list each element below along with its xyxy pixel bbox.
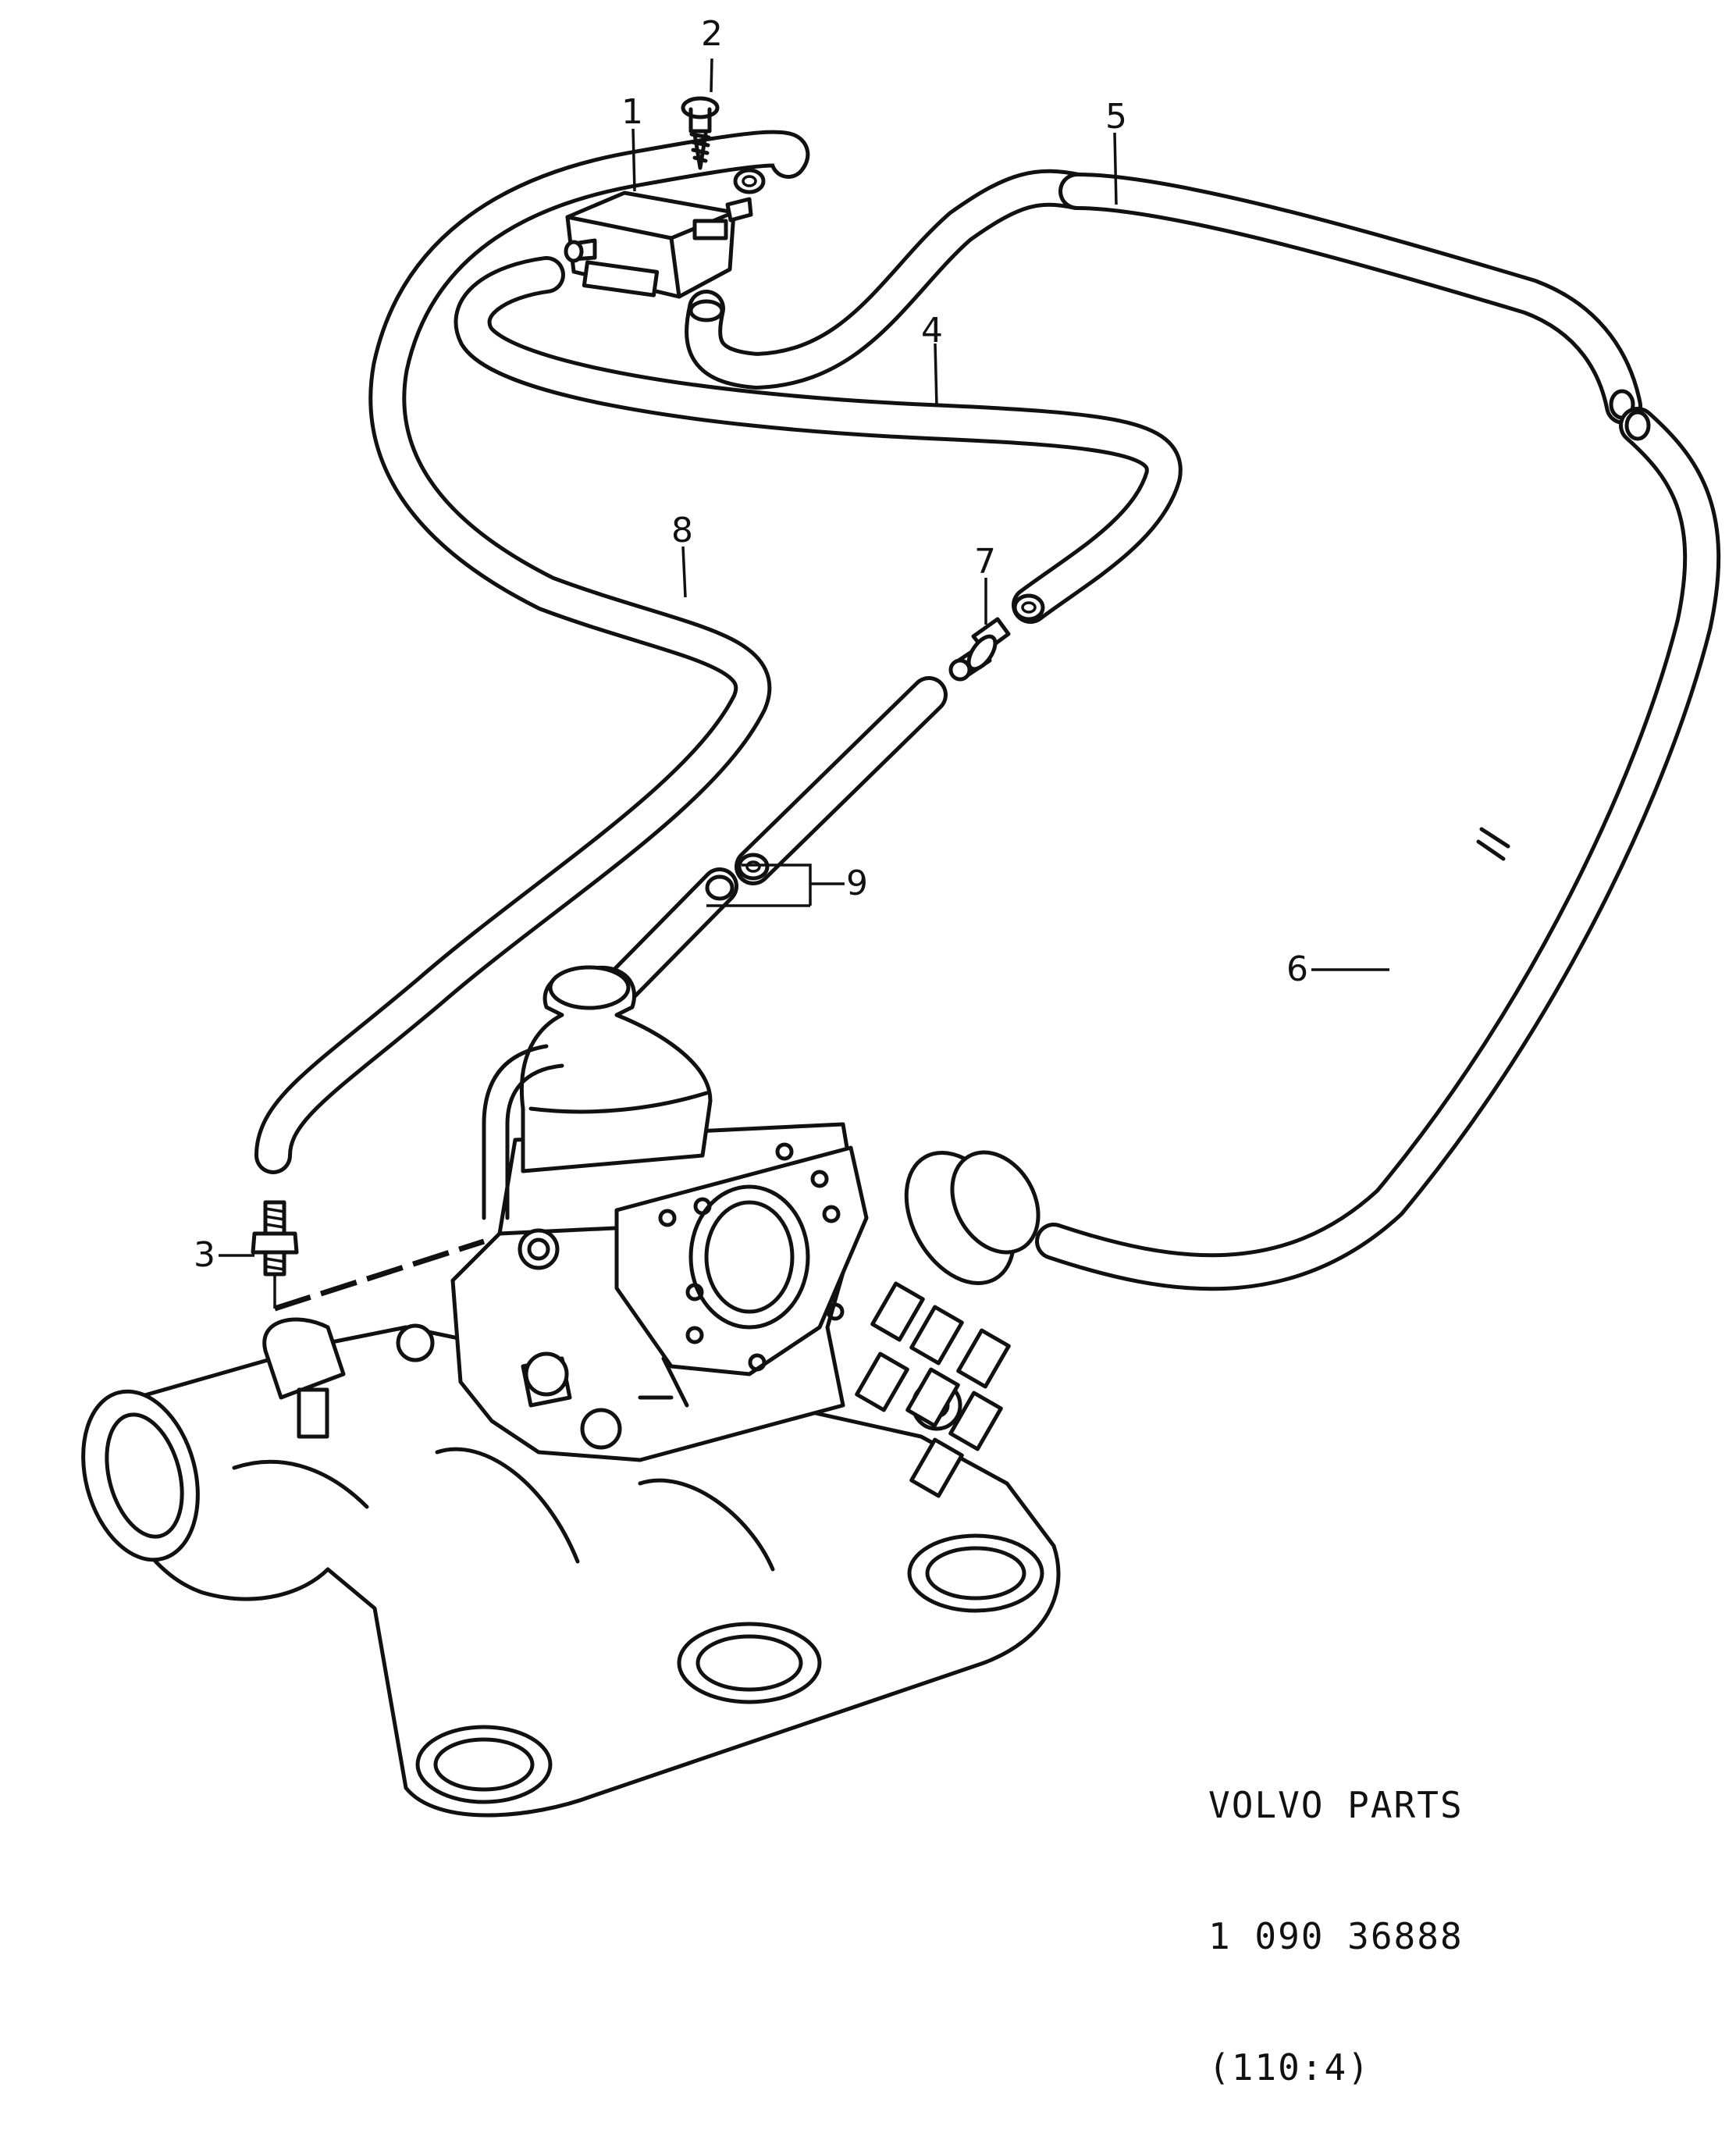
solenoid-valve: [564, 191, 753, 299]
hose-6: [1035, 407, 1721, 1291]
hose-5: [1058, 173, 1642, 425]
callout-4: 4: [921, 311, 943, 351]
leader-lines: [631, 128, 1389, 971]
hose-4: [454, 169, 1183, 624]
callout-3: 3: [194, 1235, 215, 1275]
footer-brand: VOLVO PARTS: [1208, 1784, 1464, 1826]
parts-diagram: 1 2 3 4 5 6 7 8 9: [81, 14, 1721, 1818]
parts-reference: VOLVO PARTS 1 090 36888 (110:4): [1208, 1696, 1464, 2133]
screw: [681, 58, 720, 170]
footer-section: (110:4): [1208, 2046, 1371, 2088]
callout-2: 2: [701, 14, 723, 54]
nipple-3: [219, 1200, 486, 1312]
connector-7: [948, 578, 1011, 682]
callout-9: 9: [846, 864, 868, 903]
callout-1: 1: [621, 92, 643, 132]
hose-8: [254, 130, 810, 1174]
callout-6: 6: [1286, 949, 1308, 989]
intake-manifold: [81, 965, 1061, 1818]
callout-5: 5: [1105, 97, 1127, 137]
footer-part-number: 1 090 36888: [1208, 1915, 1464, 1957]
callout-8: 8: [671, 511, 693, 550]
callout-7: 7: [974, 542, 996, 582]
